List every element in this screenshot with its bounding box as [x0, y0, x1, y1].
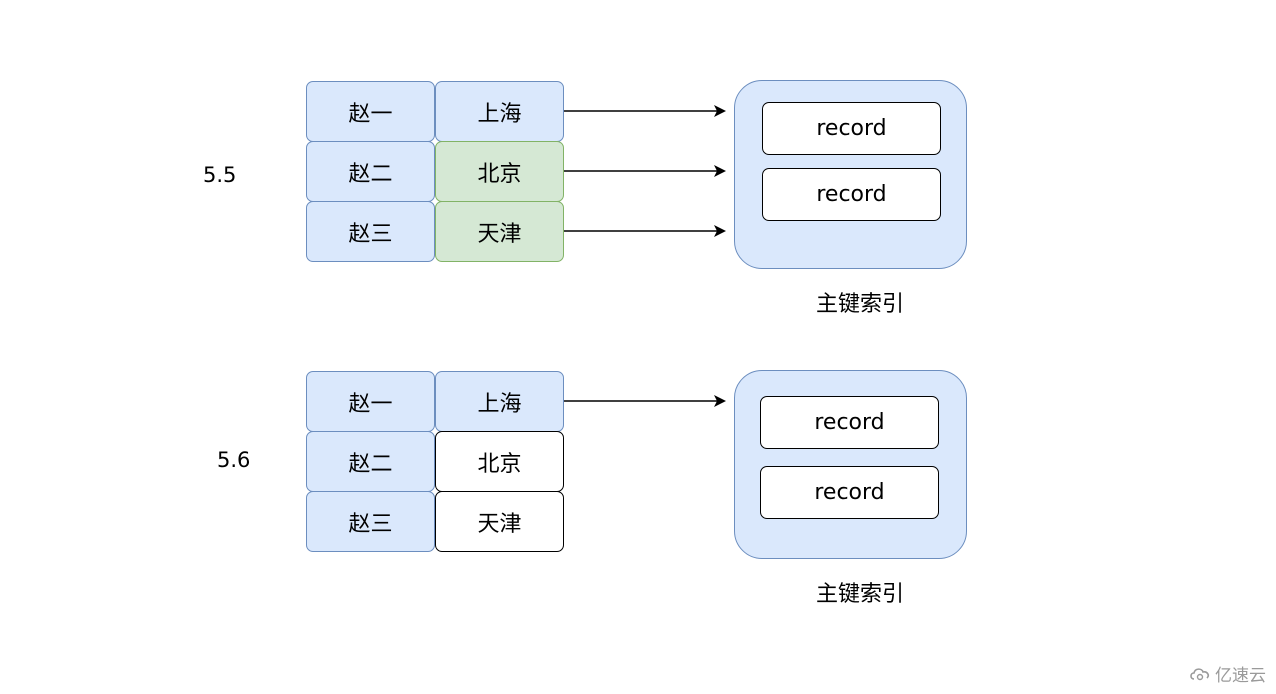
watermark-text: 亿速云	[1215, 666, 1266, 686]
city-cell: 上海	[435, 371, 564, 432]
name-cell: 赵一	[306, 371, 435, 432]
city-cell-plain: 北京	[435, 431, 564, 492]
name-cell: 赵三	[306, 491, 435, 552]
watermark: 亿速云	[1189, 661, 1266, 686]
name-cell: 赵二	[306, 431, 435, 492]
version-label-5-6: 5.6	[217, 448, 251, 472]
city-cell: 上海	[435, 81, 564, 142]
city-cell-highlighted: 天津	[435, 201, 564, 262]
name-cell: 赵一	[306, 81, 435, 142]
primary-index-container: record record	[734, 80, 967, 269]
name-cell: 赵二	[306, 141, 435, 202]
name-cell: 赵三	[306, 201, 435, 262]
primary-index-container: record record	[734, 370, 967, 559]
record-box: record	[760, 396, 939, 449]
version-label-5-5: 5.5	[203, 163, 237, 187]
city-cell-plain: 天津	[435, 491, 564, 552]
cloud-logo-icon	[1190, 667, 1210, 680]
record-box: record	[762, 168, 941, 221]
index-caption: 主键索引	[816, 292, 905, 317]
index-caption: 主键索引	[816, 582, 905, 607]
record-box: record	[762, 102, 941, 155]
record-box: record	[760, 466, 939, 519]
